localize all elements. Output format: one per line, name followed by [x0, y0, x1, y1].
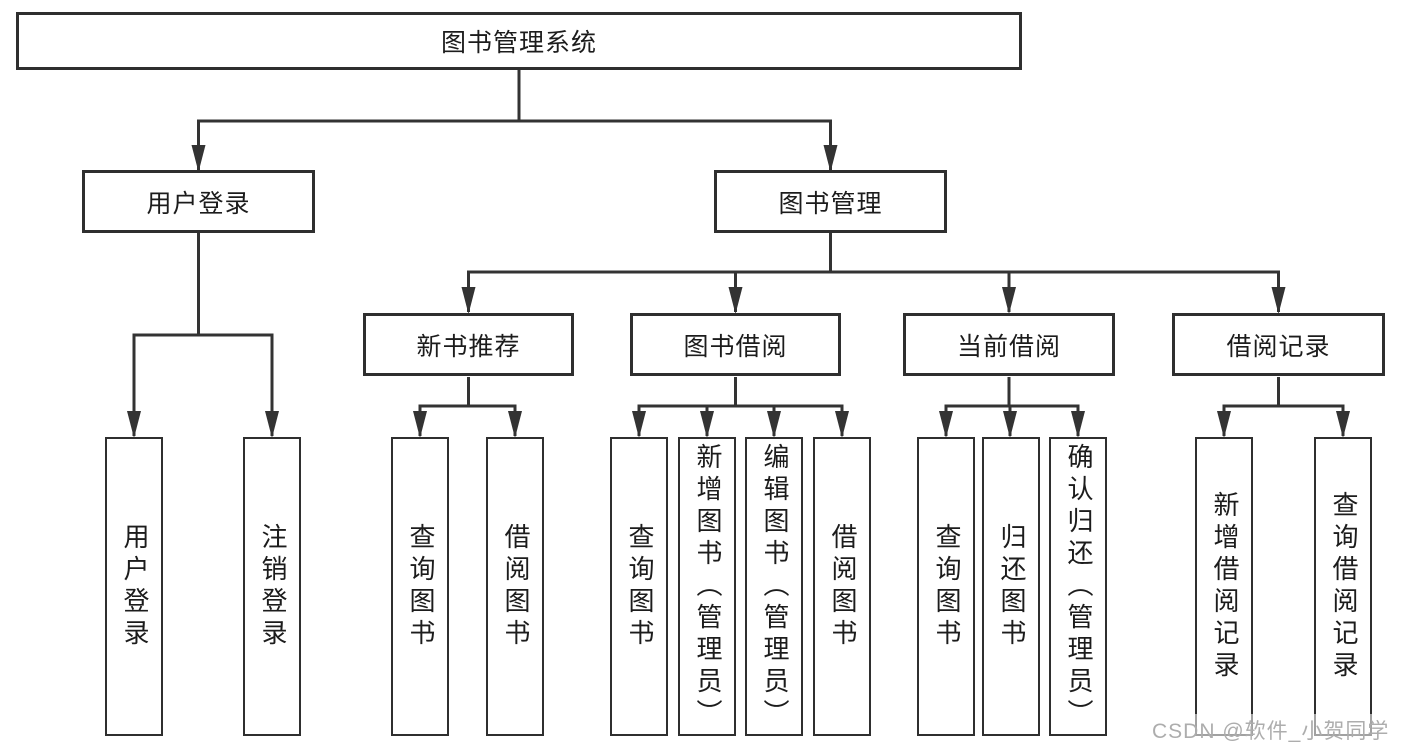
leaf-return-book: 归还图书: [982, 437, 1040, 736]
connector-record-children: [1217, 377, 1350, 438]
connector-bookmgmt-children: [461, 233, 1286, 314]
leaf-edit-book-admin-label: 编辑图书（管理员）: [759, 442, 790, 731]
leaf-confirm-return-admin: 确认归还（管理员）: [1049, 437, 1107, 736]
node-user-login: 用户登录: [82, 170, 315, 233]
connector-borrow-children: [632, 377, 849, 438]
connector-root-to-level2: [191, 70, 838, 172]
leaf-query-books-1: 查询图书: [391, 437, 449, 736]
leaf-borrow-books-1: 借阅图书: [486, 437, 544, 736]
leaf-query-books-3: 查询图书: [917, 437, 975, 736]
leaf-user-login: 用户登录: [105, 437, 163, 736]
leaf-query-borrow-record: 查询借阅记录: [1314, 437, 1372, 736]
csdn-watermark: CSDN @软件_小贺同学: [1148, 714, 1394, 746]
leaf-borrow-books-1-label: 借阅图书: [500, 522, 531, 651]
leaf-add-book-admin-label: 新增图书（管理员）: [692, 442, 723, 731]
leaf-logout: 注销登录: [243, 437, 301, 736]
node-user-login-label: 用户登录: [146, 189, 251, 218]
leaf-add-book-admin: 新增图书（管理员）: [678, 437, 736, 736]
leaf-borrow-books-2: 借阅图书: [813, 437, 871, 736]
leaf-query-borrow-record-label: 查询借阅记录: [1328, 490, 1359, 683]
node-new-book-recommend: 新书推荐: [363, 313, 574, 376]
leaf-edit-book-admin: 编辑图书（管理员）: [745, 437, 803, 736]
connector-newbook-children: [413, 377, 522, 438]
node-borrowing-records: 借阅记录: [1172, 313, 1385, 376]
connector-login-children: [127, 233, 279, 438]
leaf-user-login-label: 用户登录: [119, 522, 150, 651]
node-book-management-label: 图书管理: [778, 189, 883, 218]
leaf-logout-label: 注销登录: [257, 522, 288, 651]
leaf-query-books-1-label: 查询图书: [405, 522, 436, 651]
node-current-borrowing: 当前借阅: [903, 313, 1115, 376]
node-current-borrowing-label: 当前借阅: [956, 332, 1061, 361]
leaf-return-book-label: 归还图书: [996, 522, 1027, 651]
connector-current-children: [939, 377, 1085, 438]
node-root: 图书管理系统: [16, 12, 1022, 70]
leaf-query-books-2-label: 查询图书: [624, 522, 655, 651]
leaf-borrow-books-2-label: 借阅图书: [827, 522, 858, 651]
leaf-confirm-return-admin-label: 确认归还（管理员）: [1063, 442, 1094, 731]
node-borrowing-records-label: 借阅记录: [1226, 332, 1331, 361]
leaf-query-books-3-label: 查询图书: [931, 522, 962, 651]
node-root-label: 图书管理系统: [440, 29, 597, 57]
leaf-query-books-2: 查询图书: [610, 437, 668, 736]
node-book-borrowing: 图书借阅: [630, 313, 841, 376]
node-book-management: 图书管理: [714, 170, 947, 233]
leaf-add-borrow-record-label: 新增借阅记录: [1209, 490, 1240, 683]
node-book-borrowing-label: 图书借阅: [683, 332, 788, 361]
node-new-book-recommend-label: 新书推荐: [416, 332, 521, 361]
leaf-add-borrow-record: 新增借阅记录: [1195, 437, 1253, 736]
